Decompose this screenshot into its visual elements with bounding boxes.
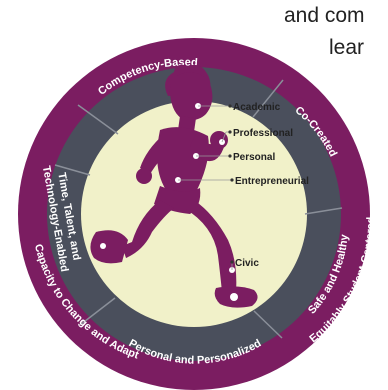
label-civic: Civic xyxy=(235,258,259,269)
figure-back-arm xyxy=(140,134,172,174)
body-text-fragment-1: and com xyxy=(284,4,365,27)
back-shoe-highlight xyxy=(100,243,106,249)
label-personal: Personal xyxy=(233,152,275,163)
figure-back-leg xyxy=(122,200,174,258)
leader-lines xyxy=(178,105,233,270)
label-professional: Professional xyxy=(233,128,293,139)
leader-dots xyxy=(228,104,234,264)
front-shoe-highlight xyxy=(230,293,238,301)
figure-back-fist xyxy=(136,168,152,184)
figure-back-shoe xyxy=(90,230,128,264)
figure-labels: Academic Professional Personal Entrepren… xyxy=(233,102,309,269)
figure-head xyxy=(169,72,213,121)
body-text-fragment-2: lear xyxy=(329,36,365,59)
label-academic: Academic xyxy=(233,102,281,113)
segment-dividers xyxy=(54,79,343,339)
label-entrepreneurial: Entrepreneurial xyxy=(235,176,309,187)
running-figure xyxy=(90,64,258,308)
outer-label-top: Aligned to Community Needs xyxy=(116,8,272,38)
figure-front-leg xyxy=(184,200,237,292)
